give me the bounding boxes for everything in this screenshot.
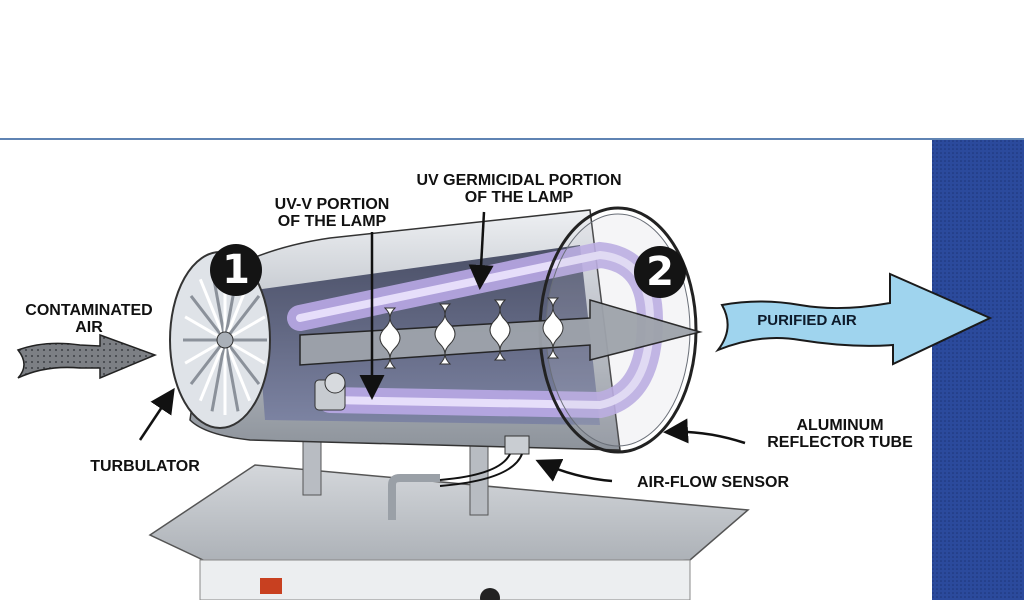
turbulator-vane	[198, 339, 227, 402]
uv-germicidal-label: UV GERMICIDAL PORTION OF THE LAMP	[416, 172, 622, 206]
purified-air-label: PURIFIED AIR	[757, 312, 857, 329]
air-flow-sensor-box	[504, 435, 530, 455]
turbulator-vane	[223, 294, 261, 341]
uv-v-label: UV-V PORTION OF THE LAMP	[274, 196, 390, 230]
turbulator-vane	[189, 294, 227, 341]
air-flow-sensor-label: AIR-FLOW SENSOR	[637, 474, 789, 491]
red-switch	[260, 578, 282, 594]
contaminated-air-label: CONTAMINATED AIR	[25, 302, 153, 336]
turbulator-vane	[198, 278, 227, 341]
turbulator-label: TURBULATOR	[90, 458, 200, 475]
clamp-knob	[324, 372, 346, 394]
sensor-pipe	[388, 474, 440, 520]
aluminum-reflector-label: ALUMINUM REFLECTOR TUBE	[767, 417, 913, 451]
purified-air-arrow	[714, 272, 993, 366]
turbulator-vane	[210, 339, 227, 412]
marker-1: 1	[210, 244, 262, 296]
turbulator-vane	[223, 339, 261, 386]
marker-2: 2	[634, 246, 686, 298]
turbulator-vane	[223, 339, 240, 412]
turbulator-vane	[223, 339, 252, 402]
contaminated-air-arrow	[16, 333, 158, 380]
turbulator-vane	[189, 339, 227, 386]
turbulator-hub	[216, 331, 234, 349]
sensor-cable	[439, 453, 511, 481]
uv-rays	[379, 297, 564, 369]
leader-lines	[138, 211, 746, 483]
side-panel	[932, 140, 1024, 600]
sensor-cable-2	[439, 453, 523, 487]
support-post-right	[469, 439, 489, 516]
